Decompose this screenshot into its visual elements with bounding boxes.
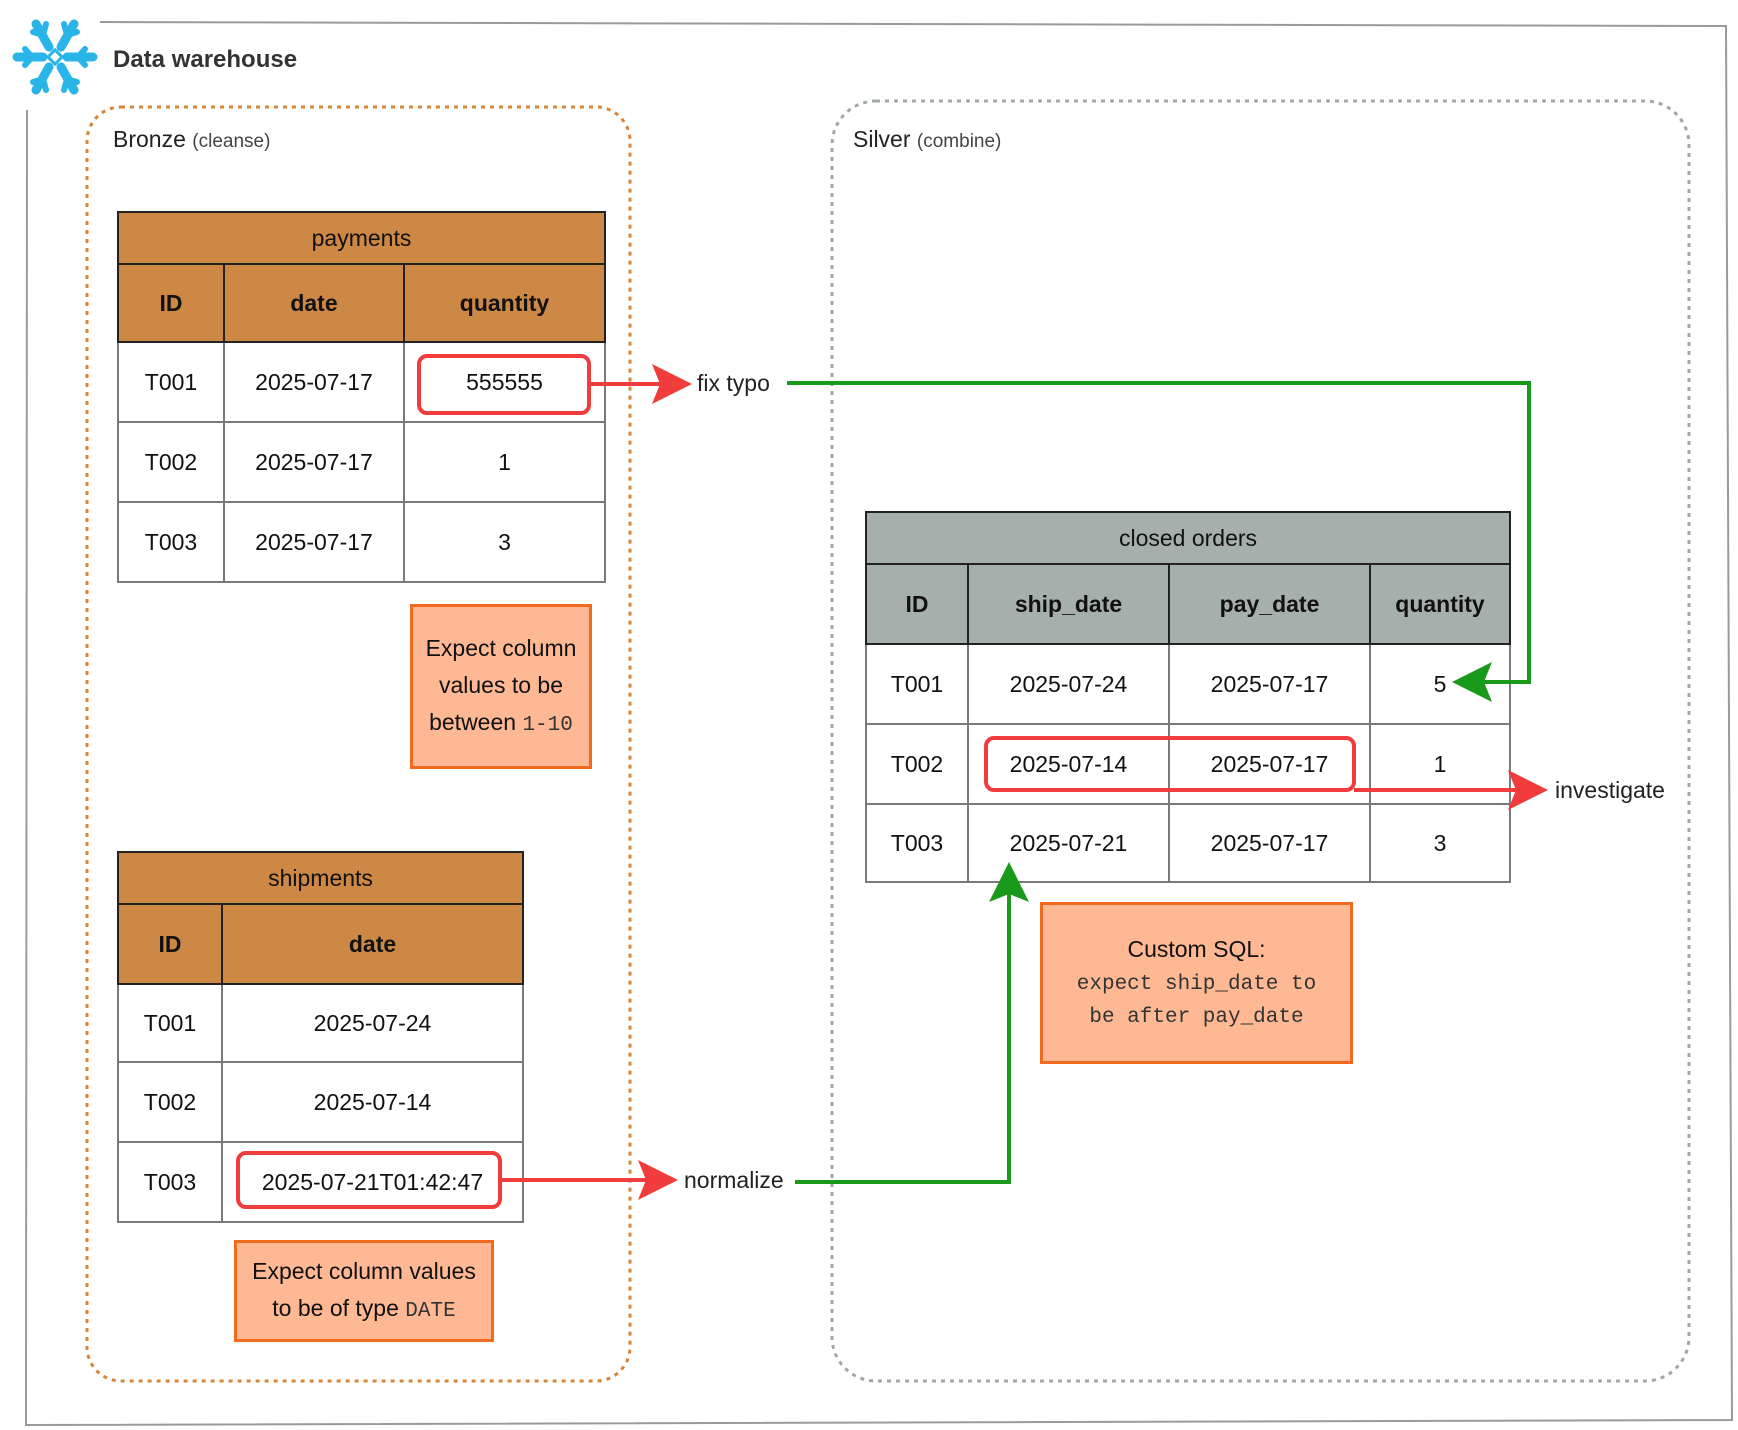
column-header: date xyxy=(220,903,525,985)
payments-table: payments ID date quantity T001 2025-07-1… xyxy=(117,211,606,583)
silver-title: Silver (combine) xyxy=(853,126,1001,153)
column-header: ID xyxy=(117,903,223,985)
table-row: T001 2025-07-24 2025-07-17 5 xyxy=(865,643,1512,725)
table-cell: 1 xyxy=(403,421,606,503)
table-cell: 5 xyxy=(1368,643,1512,725)
table-row: T001 2025-07-24 xyxy=(117,983,525,1063)
shipments-table: shipments ID date T001 2025-07-24 T002 2… xyxy=(116,851,525,1223)
table-cell: 2025-07-17 xyxy=(1168,643,1371,725)
table-cell: 2025-07-24 xyxy=(220,983,525,1063)
column-header: ID xyxy=(865,563,969,645)
table-title: closed orders xyxy=(864,511,1512,565)
column-header: pay_date xyxy=(1168,563,1371,645)
sql-expectation-note: Custom SQL: expect ship_date to be after… xyxy=(1040,902,1353,1064)
table-cell: T003 xyxy=(865,803,969,883)
table-cell: 555555 xyxy=(403,341,606,423)
table-cell: 2025-07-21 xyxy=(967,803,1170,883)
table-cell: 2025-07-14 xyxy=(967,723,1170,805)
normalize-label: normalize xyxy=(684,1167,784,1193)
table-cell: 2025-07-17 xyxy=(1168,723,1371,805)
normalize-flow-arrow xyxy=(795,862,1029,1184)
column-header: date xyxy=(223,263,405,343)
table-cell: 2025-07-17 xyxy=(223,421,405,503)
table-cell: 2025-07-17 xyxy=(223,501,405,583)
table-row: T003 2025-07-21T01:42:47 xyxy=(117,1141,525,1223)
table-cell: T002 xyxy=(117,1061,223,1143)
silver-subtitle: (combine) xyxy=(916,131,1002,152)
table-cell: T002 xyxy=(117,421,225,503)
snowflake-icon xyxy=(12,19,98,95)
note-line: Expect column values xyxy=(252,1258,476,1285)
note-code: expect ship_date to xyxy=(1076,972,1317,996)
table-cell: 2025-07-14 xyxy=(220,1061,525,1143)
shipments-expectation-note: Expect column values to be of type DATE xyxy=(234,1240,494,1342)
bronze-subtitle: (cleanse) xyxy=(192,131,271,152)
bronze-title: Bronze (cleanse) xyxy=(113,126,270,153)
column-header: quantity xyxy=(403,263,606,343)
note-title: Custom SQL: xyxy=(1127,936,1266,962)
note-code: DATE xyxy=(405,1300,456,1324)
table-cell: T001 xyxy=(865,643,969,725)
column-header: ID xyxy=(117,263,225,343)
table-cell: T003 xyxy=(117,501,225,583)
table-cell: 2025-07-17 xyxy=(1168,803,1371,883)
table-cell: T001 xyxy=(117,983,223,1063)
column-header: ship_date xyxy=(967,563,1170,645)
note-line: to be of type DATE xyxy=(272,1295,456,1324)
table-row: T002 2025-07-14 2025-07-17 1 xyxy=(865,723,1512,805)
note-code: 1-10 xyxy=(522,714,573,737)
table-row: T002 2025-07-17 1 xyxy=(117,421,606,503)
table-cell: 3 xyxy=(1368,803,1512,883)
table-title: payments xyxy=(117,211,606,265)
table-cell: 1 xyxy=(1368,723,1512,805)
table-cell: T001 xyxy=(117,341,225,423)
table-cell: T003 xyxy=(117,1141,223,1223)
table-row: T003 2025-07-17 3 xyxy=(117,501,606,583)
table-cell: 2025-07-17 xyxy=(223,341,405,423)
table-row: T002 2025-07-14 xyxy=(117,1061,525,1143)
table-row: T003 2025-07-21 2025-07-17 3 xyxy=(865,803,1512,883)
warehouse-title: Data warehouse xyxy=(113,46,298,73)
bronze-title-text: Bronze xyxy=(113,126,186,152)
silver-title-text: Silver xyxy=(853,126,911,152)
payments-expectation-note: Expect column values to be between 1-10 xyxy=(410,604,592,769)
table-cell: T002 xyxy=(865,723,969,805)
table-row: T001 2025-07-17 555555 xyxy=(117,341,606,423)
table-cell: 2025-07-24 xyxy=(967,643,1170,725)
investigate-label: investigate xyxy=(1555,777,1665,803)
note-code: be after pay_date xyxy=(1089,1006,1304,1030)
table-cell: 2025-07-21T01:42:47 xyxy=(220,1141,525,1223)
fix-typo-label: fix typo xyxy=(697,370,770,396)
note-line: values to be xyxy=(438,672,563,699)
closed-orders-table: closed orders ID ship_date pay_date quan… xyxy=(864,511,1512,883)
note-line: between 1-10 xyxy=(429,709,573,737)
table-cell: 3 xyxy=(403,501,606,583)
column-header: quantity xyxy=(1368,563,1512,645)
note-line: Expect column xyxy=(425,635,577,662)
table-title: shipments xyxy=(116,851,525,905)
